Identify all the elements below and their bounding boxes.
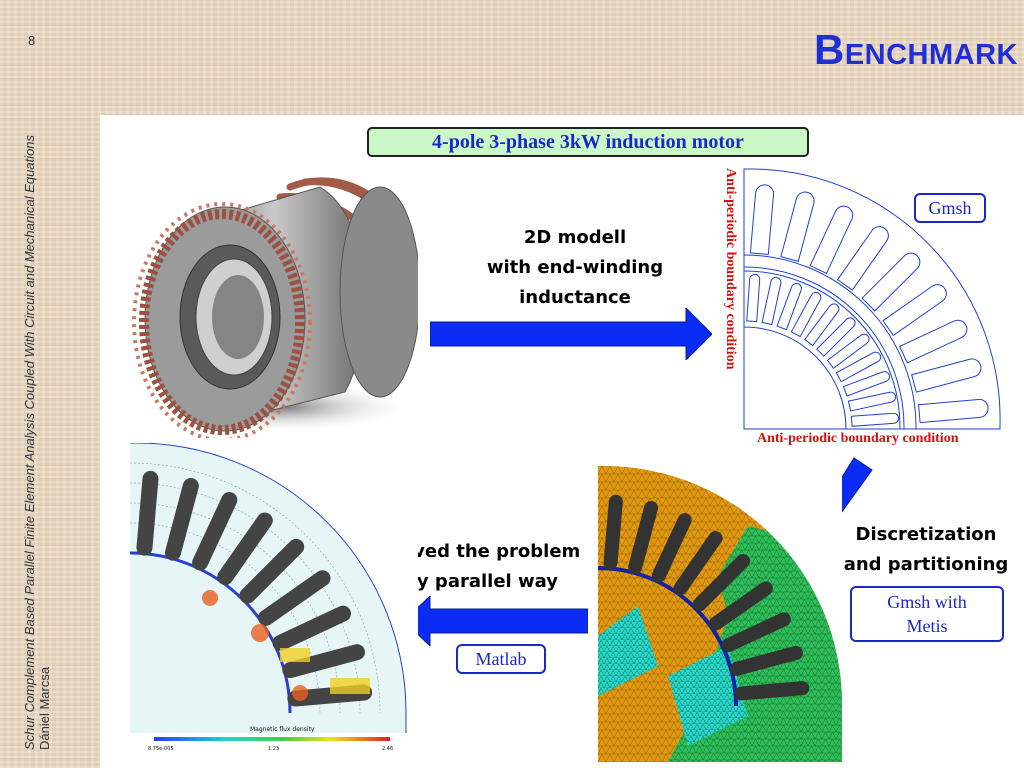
slot-outline — [816, 317, 856, 357]
slot-outline — [899, 319, 968, 364]
mesh-partition-image — [598, 466, 842, 762]
solved-line-2: by parallel way — [404, 571, 558, 592]
slot-outline — [776, 283, 802, 331]
author-name: Dániel Marcsa — [37, 666, 52, 750]
slot-shape — [692, 554, 750, 612]
slide-number: 8 — [28, 33, 36, 48]
slot-outline — [826, 333, 870, 369]
boundary-side-label: Anti-periodic boundary condition — [723, 168, 738, 370]
flux-density-image: Magnetic flux density 8.75e-005 1.23 2.4… — [130, 443, 418, 753]
matlab-box: Matlab — [456, 644, 546, 674]
slot-outline — [804, 303, 840, 347]
slot-outline — [911, 358, 982, 393]
colorbar-max: 2.46 — [382, 746, 393, 752]
slot-outline — [749, 184, 775, 255]
arrow-left-icon — [404, 596, 588, 646]
slot-shape — [708, 581, 773, 631]
slot-outline — [850, 412, 900, 427]
slot-outline — [882, 284, 947, 337]
gmsh-metis-box: Gmsh with Metis — [850, 586, 1004, 642]
slot-shape — [257, 570, 331, 626]
discretization-line-2: and partitioning — [843, 554, 1009, 575]
slot-outline — [761, 276, 782, 326]
slot-outline — [780, 191, 815, 262]
gmsh-metis-line-1: Gmsh with — [887, 592, 967, 612]
slot-shape — [730, 645, 804, 676]
slot-shape — [164, 478, 199, 561]
slot-outline — [836, 226, 889, 291]
slot-shape — [272, 605, 351, 651]
colorbar-mid: 1.23 — [268, 746, 279, 752]
slot-shape — [628, 500, 659, 574]
subtitle-box: 4-pole 3-phase 3kW induction motor — [367, 127, 809, 157]
model-line-1: 2D modell — [523, 227, 627, 248]
sidebar-vertical-text: Schur Complement Based Parallel Finite E… — [22, 120, 52, 750]
discretization-line-1: Discretization — [855, 524, 997, 545]
model-line-3: inductance — [519, 287, 631, 308]
slot-shape — [282, 644, 365, 679]
slot-outline — [842, 371, 890, 397]
slot-outline — [809, 205, 854, 274]
solved-line-1: Solved the problem — [381, 541, 581, 562]
slot-shape — [192, 492, 238, 571]
discretization-step-label: Discretization and partitioning — [828, 520, 1024, 580]
slot-shape — [603, 494, 623, 570]
arrow-right-icon — [430, 308, 712, 360]
slot-shape — [734, 681, 810, 701]
slot-outline — [861, 252, 921, 312]
gmsh-box: Gmsh — [914, 193, 986, 223]
colorbar-min: 8.75e-005 — [148, 746, 174, 752]
slot-outline — [847, 391, 897, 412]
slot-shape — [721, 612, 791, 653]
model-step-label: 2D modell with end-winding inductance — [470, 223, 680, 313]
slot-shape — [673, 531, 723, 596]
slide-title: Benchmark — [814, 26, 1018, 73]
model-line-2: with end-winding — [486, 257, 664, 278]
slot-shape — [217, 512, 273, 586]
motor-3d-image — [130, 167, 418, 438]
slot-shape — [239, 538, 305, 604]
slot-shape — [136, 470, 159, 556]
slot-outline — [790, 291, 822, 338]
boundary-bottom-label: Anti-periodic boundary condition — [757, 431, 959, 446]
colorbar-title: Magnetic flux density — [250, 726, 315, 733]
slot-outline — [918, 398, 989, 424]
solved-step-label: Solved the problem by parallel way — [372, 537, 590, 597]
slot-outline — [835, 351, 882, 383]
slot-outline — [746, 273, 761, 323]
paper-title: Schur Complement Based Parallel Finite E… — [22, 134, 37, 750]
gmsh-metis-line-2: Metis — [906, 616, 948, 636]
slot-shape — [651, 513, 692, 583]
